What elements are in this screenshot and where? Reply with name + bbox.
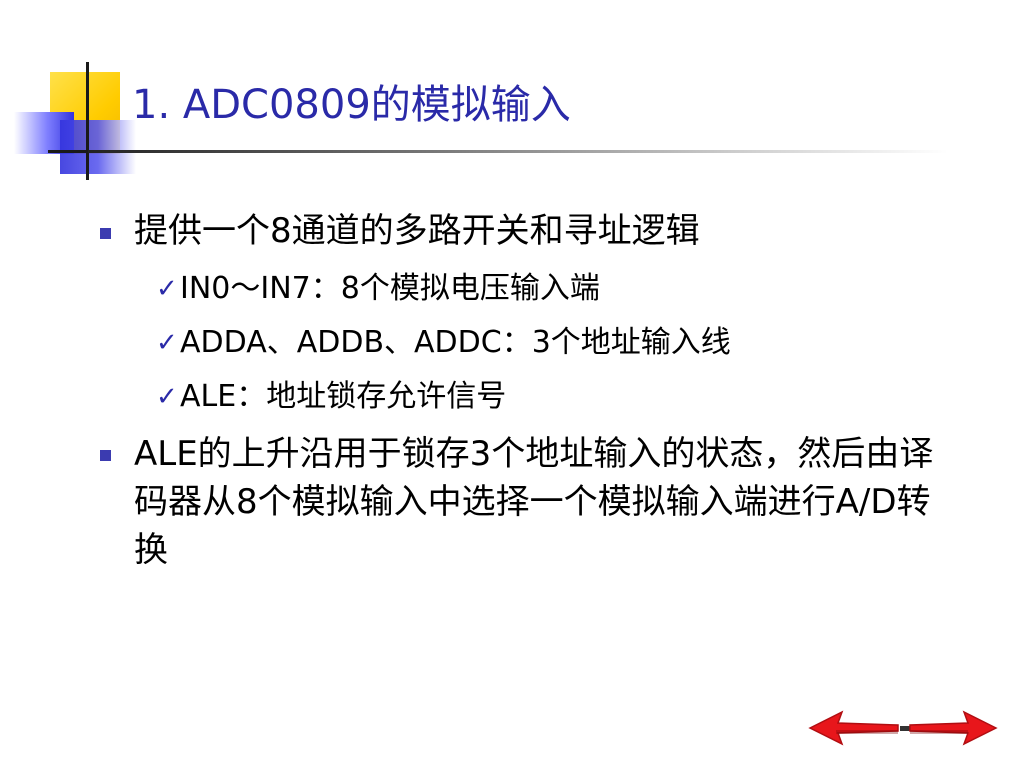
slide-navigation xyxy=(808,710,998,746)
slide-content: 提供一个8通道的多路开关和寻址逻辑 ✓ IN0～IN7：8个模拟电压输入端 ✓ … xyxy=(100,208,970,582)
square-bullet-icon xyxy=(100,228,111,239)
decorative-vertical-line xyxy=(86,62,89,180)
right-arrow-icon xyxy=(909,710,998,746)
sub-bullet-text: IN0～IN7：8个模拟电压输入端 xyxy=(180,271,600,306)
back-button[interactable] xyxy=(808,710,899,746)
bullet-item: ALE的上升沿用于锁存3个地址输入的状态，然后由译码器从8个模拟输入中选择一个模… xyxy=(100,430,970,574)
checkmark-icon: ✓ xyxy=(156,328,178,358)
decorative-blue-block xyxy=(60,120,136,174)
checkmark-icon: ✓ xyxy=(156,274,178,304)
right-arrow-shadow xyxy=(910,730,968,734)
left-arrow-shadow xyxy=(836,730,898,734)
sub-bullet-text: ADDA、ADDB、ADDC：3个地址输入线 xyxy=(180,325,731,360)
bullet-item: 提供一个8通道的多路开关和寻址逻辑 xyxy=(100,208,970,254)
title-underline xyxy=(88,150,948,153)
sub-bullet-item: ✓ ADDA、ADDB、ADDC：3个地址输入线 xyxy=(100,316,970,370)
sub-bullet-item: ✓ IN0～IN7：8个模拟电压输入端 xyxy=(100,262,970,316)
checkmark-icon: ✓ xyxy=(156,382,178,412)
left-arrow-icon xyxy=(808,710,899,746)
slide-title: 1. ADC0809的模拟输入 xyxy=(132,82,571,128)
bullet-text: 提供一个8通道的多路开关和寻址逻辑 xyxy=(134,211,700,251)
sub-bullet-item: ✓ ALE：地址锁存允许信号 xyxy=(100,370,970,424)
square-bullet-icon xyxy=(100,450,111,461)
arrow-divider xyxy=(900,726,910,731)
forward-button[interactable] xyxy=(909,710,998,746)
sub-bullet-text: ALE：地址锁存允许信号 xyxy=(180,379,507,414)
bullet-text: ALE的上升沿用于锁存3个地址输入的状态，然后由译码器从8个模拟输入中选择一个模… xyxy=(134,434,934,570)
